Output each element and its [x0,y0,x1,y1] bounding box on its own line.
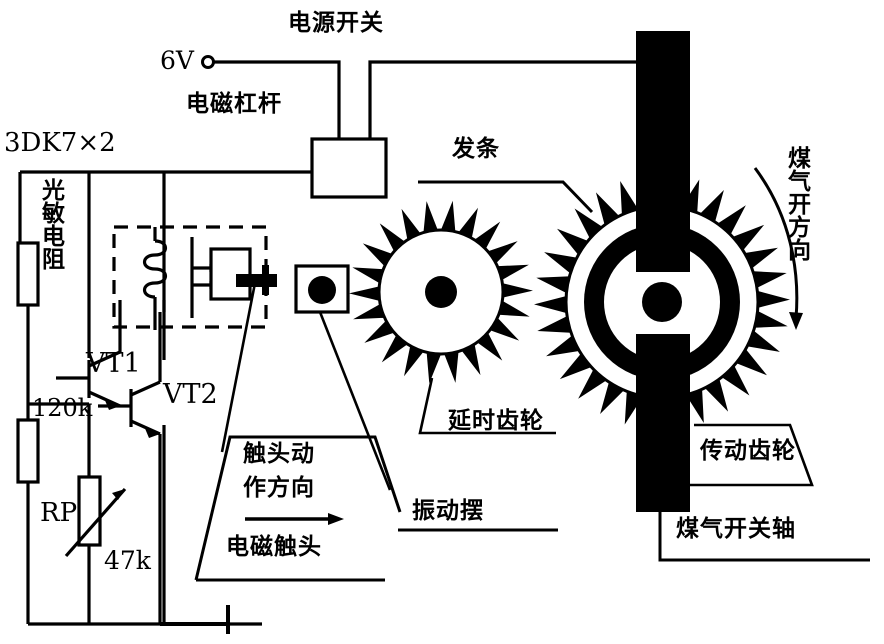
arrow-contact-direction [245,513,344,525]
label-vt1: VT1 [86,348,141,379]
label-drive-gear: 传动齿轮 [700,438,796,464]
label-vibrating-pendulum: 振动摆 [412,498,484,524]
photoresistor-symbol [16,241,40,307]
gas-open-char-4: 向 [788,238,812,264]
arrow-gas-open-direction [753,167,803,330]
leader-spring [418,180,594,214]
vibrating-pendulum [294,264,350,314]
label-6v: 6V [160,46,194,75]
gas-switch-shaft-bar [636,31,690,512]
electromagnet-assembly-outline [112,225,268,329]
contact-stubs [192,264,213,289]
label-transistor-pair: 3DK7×2 [4,128,116,158]
top-wiring [212,60,638,139]
label-contact-direction-line2: 作方向 [243,475,315,501]
label-power-switch: 电源开关 [288,10,384,36]
label-resistor-120k: 120k [32,394,93,422]
gas-open-char-0: 煤 [788,146,812,172]
label-electromagnetic-contact: 电磁触头 [226,534,322,560]
label-resistor-47k: 47k [104,546,151,575]
resistor-120k-symbol [16,418,40,484]
photoresistor-char-1: 敏 [42,201,66,227]
leader-delay-gear [418,377,556,435]
label-photoresistor: 光 敏 电 阻 [42,180,66,272]
circuit-wires [18,170,312,626]
delay-gear [349,200,533,384]
potentiometer-rp-symbol [64,475,127,558]
label-gas-open-direction: 煤 气 开 方 向 [788,148,812,263]
leader-electromagnetic-contact [220,282,257,453]
callout-contact-direction [194,435,402,581]
label-delay-gear: 延时齿轮 [448,408,544,434]
leader-drive-gear [690,423,814,487]
photoresistor-char-2: 电 [42,224,66,250]
coil-symbol [142,227,168,330]
gas-open-char-3: 方 [788,215,812,241]
ground-symbol [160,605,230,634]
label-gas-switch-shaft: 煤气开关轴 [676,516,796,542]
gas-open-char-2: 开 [788,192,812,218]
gas-open-char-1: 气 [788,169,812,195]
label-vt2: VT2 [163,379,218,410]
terminal-6v [201,55,215,69]
label-rp: RP [40,498,78,528]
leader-vibrating-pendulum [318,311,392,491]
label-contact-direction-line1: 触头动 [243,441,315,467]
leader-gas-switch-shaft [658,512,870,562]
photoresistor-char-3: 阻 [42,247,66,273]
plunger [236,265,277,295]
shaft-hub [642,282,682,322]
electromagnetic-lever-box [310,137,388,199]
label-electromagnetic-lever: 电磁杠杆 [186,91,282,117]
label-spring: 发条 [452,136,500,162]
drive-gear [534,174,790,430]
photoresistor-char-0: 光 [42,178,66,204]
transistor-vt2-symbol [98,312,162,624]
